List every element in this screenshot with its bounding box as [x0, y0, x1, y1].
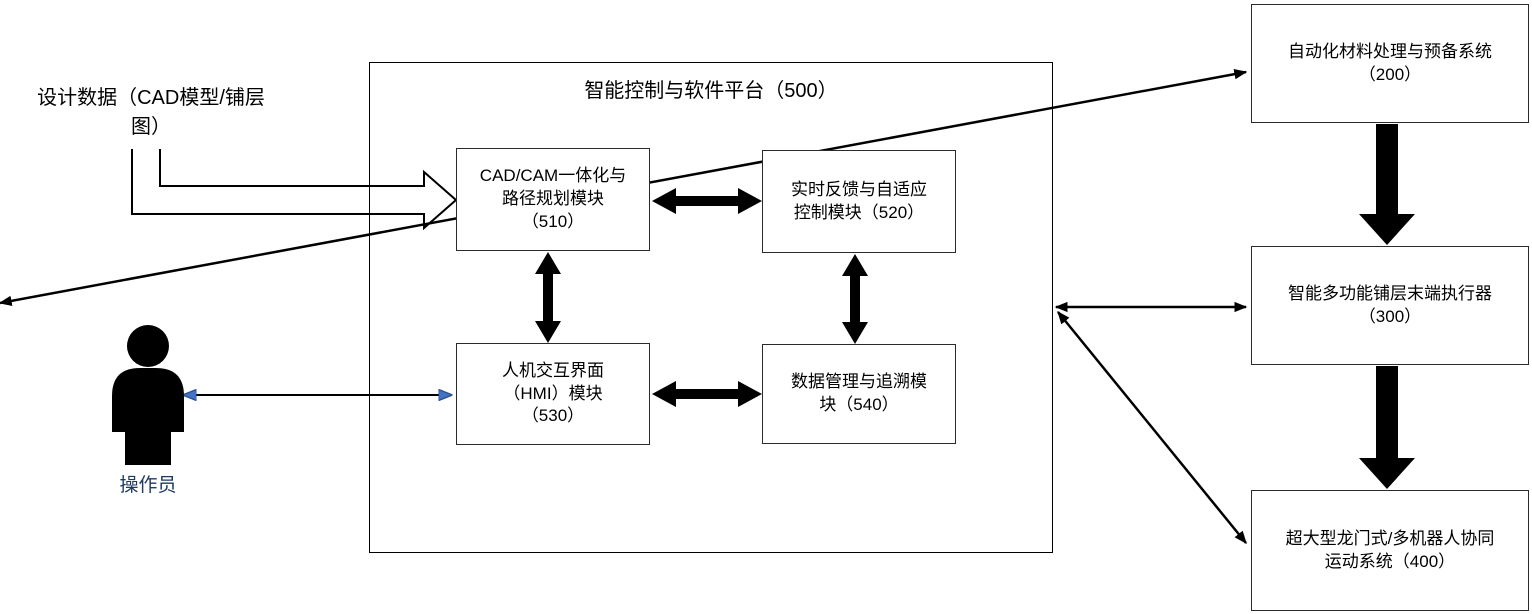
operator-icon	[112, 325, 184, 465]
module-box-520: 实时反馈与自适应 控制模块（520）	[762, 150, 956, 253]
operator-label: 操作员	[119, 475, 177, 496]
arrow-200-300	[1359, 124, 1415, 245]
arrow-300-400	[1359, 366, 1415, 489]
module-box-530: 人机交互界面 （HMI）模块 （530）	[456, 343, 650, 445]
system-box-200: 自动化材料处理与预备系统 （200）	[1251, 4, 1529, 123]
module-box-510: CAD/CAM一体化与 路径规划模块 （510）	[456, 148, 650, 251]
arrow-platform-400	[1057, 310, 1247, 545]
system-box-300: 智能多功能铺层末端执行器 （300）	[1251, 246, 1529, 365]
platform-box	[369, 62, 1053, 553]
arrow-530-540	[652, 381, 762, 407]
design-data-label: 设计数据（CAD模型/铺层 图）	[37, 87, 265, 138]
module-box-540: 数据管理与追溯模 块（540）	[762, 344, 956, 444]
system-box-400: 超大型龙门式/多机器人协同 运动系统（400）	[1251, 490, 1529, 611]
platform-title: 智能控制与软件平台（500）	[584, 80, 838, 102]
